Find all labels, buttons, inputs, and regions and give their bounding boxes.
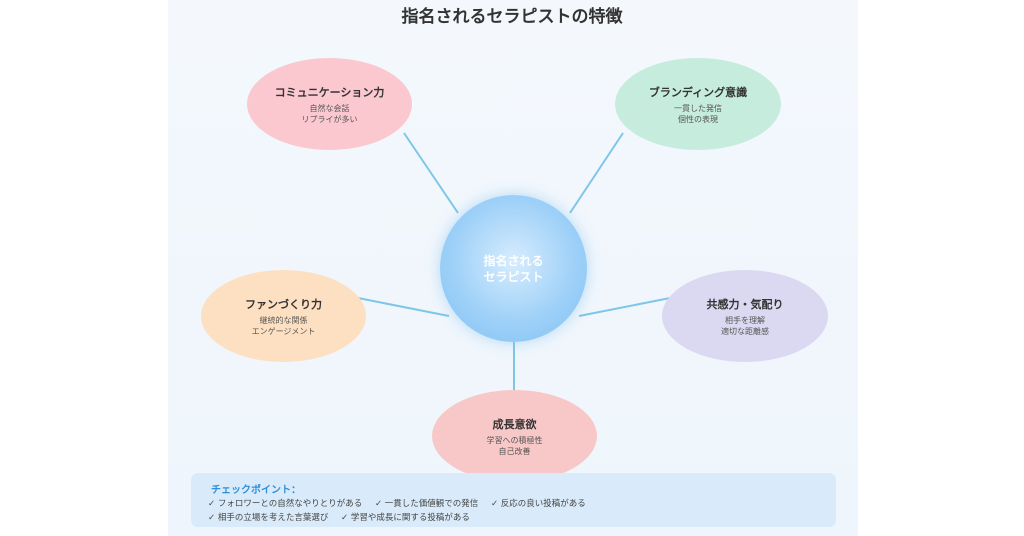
node-growth-name: 成長意欲 <box>492 417 537 431</box>
checkpoint-item: ✓ フォロワーとの自然なやりとりがある <box>208 499 363 509</box>
connector-fan <box>357 297 450 317</box>
checkpoint-box: チェックポイント： ✓ フォロワーとの自然なやりとりがある ✓ 一貫した価値観で… <box>191 473 836 527</box>
node-fan-sub2: エンゲージメント <box>251 326 316 336</box>
node-growth: 成長意欲 学習への積極性 自己改善 <box>432 390 597 482</box>
node-empathy-sub2: 適切な距離感 <box>721 326 769 336</box>
node-communication: コミュニケーション力 自然な会話 リプライが多い <box>247 58 412 150</box>
page-title: 指名されるセラピストの特徴 <box>401 7 623 27</box>
node-empathy: 共感力・気配り 相手を理解 適切な距離感 <box>662 270 828 362</box>
node-fan-name: ファンづくり力 <box>245 297 322 311</box>
center-node: 指名される セラピスト <box>440 195 587 342</box>
node-empathy-sub1: 相手を理解 <box>725 315 765 325</box>
center-line2: セラピスト <box>483 269 544 284</box>
node-communication-sub1: 自然な会話 <box>309 103 350 113</box>
connector-communication <box>403 132 459 214</box>
node-empathy-name: 共感力・気配り <box>706 297 784 311</box>
node-growth-sub1: 学習への積極性 <box>486 435 543 445</box>
node-branding-sub2: 個性の表現 <box>678 114 718 124</box>
node-communication-sub2: リプライが多い <box>301 114 358 124</box>
checkpoint-item: ✓ 学習や成長に関する投稿がある <box>341 513 470 523</box>
node-branding-sub1: 一貫した発信 <box>674 103 722 113</box>
checkpoint-item: ✓ 反応の良い投稿がある <box>490 499 586 509</box>
connector-branding <box>569 132 624 214</box>
checkpoint-row-2: ✓ 相手の立場を考えた言葉選び ✓ 学習や成長に関する投稿がある <box>208 511 480 523</box>
checkpoint-heading: チェックポイント： <box>211 485 301 496</box>
connector-empathy <box>578 297 671 317</box>
checkpoint-item: ✓ 一貫した価値観での発信 <box>374 499 479 509</box>
checkpoint-row-1: ✓ フォロワーとの自然なやりとりがある ✓ 一貫した価値観での発信 ✓ 反応の良… <box>208 497 596 509</box>
node-growth-sub2: 自己改善 <box>498 446 531 456</box>
center-line1: 指名される <box>483 253 544 268</box>
node-branding-name: ブランディング意識 <box>648 85 748 99</box>
node-communication-name: コミュニケーション力 <box>274 85 385 99</box>
node-fan-sub1: 継続的な関係 <box>259 315 308 325</box>
node-fan: ファンづくり力 継続的な関係 エンゲージメント <box>201 270 366 362</box>
checkpoint-item: ✓ 相手の立場を考えた言葉選び <box>208 513 329 523</box>
node-branding: ブランディング意識 一貫した発信 個性の表現 <box>615 58 781 150</box>
